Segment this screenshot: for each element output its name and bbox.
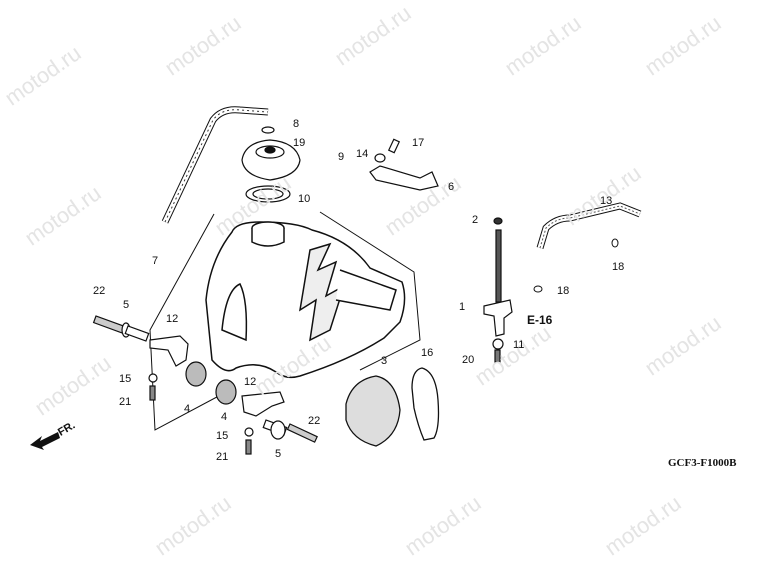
left-mount-drawing xyxy=(92,315,237,405)
callout-15: 15 xyxy=(119,373,132,385)
reference-e16: E-16 xyxy=(527,313,553,327)
callout-22: 22 xyxy=(93,285,106,297)
callout-11: 11 xyxy=(513,339,525,351)
front-direction-arrow-icon xyxy=(30,432,60,450)
callout-2: 2 xyxy=(472,214,479,226)
fuel-tank-drawing xyxy=(205,221,406,379)
callout-12: 12 xyxy=(244,376,257,388)
callout-19: 19 xyxy=(293,137,306,149)
fuel-valve-drawing xyxy=(483,217,513,363)
callout-21: 21 xyxy=(216,451,229,463)
callout-16: 16 xyxy=(421,347,434,359)
breather-tube-drawing xyxy=(161,106,269,224)
callout-3: 3 xyxy=(381,355,388,367)
callout-13: 13 xyxy=(600,195,613,207)
callout-4: 4 xyxy=(184,403,191,415)
diagram-code: GCF3-F1000B xyxy=(668,457,737,469)
callout-22: 22 xyxy=(308,415,321,427)
band-drawing xyxy=(411,367,440,441)
callout-5: 5 xyxy=(275,448,282,460)
right-mount-drawing xyxy=(241,391,318,455)
bracket-drawing xyxy=(369,138,439,191)
fuel-tube-drawing xyxy=(536,202,642,250)
callout-14: 14 xyxy=(356,148,369,160)
callout-15: 15 xyxy=(216,430,229,442)
tank-pad-drawing xyxy=(345,375,401,447)
callout-5: 5 xyxy=(123,299,130,311)
callout-18: 18 xyxy=(557,285,570,297)
callout-7: 7 xyxy=(152,255,159,267)
callout-9: 9 xyxy=(338,151,345,163)
callout-18: 18 xyxy=(612,261,625,273)
callout-4: 4 xyxy=(221,411,228,423)
callout-1: 1 xyxy=(459,301,466,313)
callout-20: 20 xyxy=(462,354,475,366)
callout-6: 6 xyxy=(448,181,455,193)
tube-clips-drawing xyxy=(533,238,619,293)
callout-10: 10 xyxy=(298,193,311,205)
fuel-cap-drawing xyxy=(241,126,301,203)
callout-21: 21 xyxy=(119,396,132,408)
callout-8: 8 xyxy=(293,118,300,130)
callout-12: 12 xyxy=(166,313,179,325)
callout-17: 17 xyxy=(412,137,425,149)
